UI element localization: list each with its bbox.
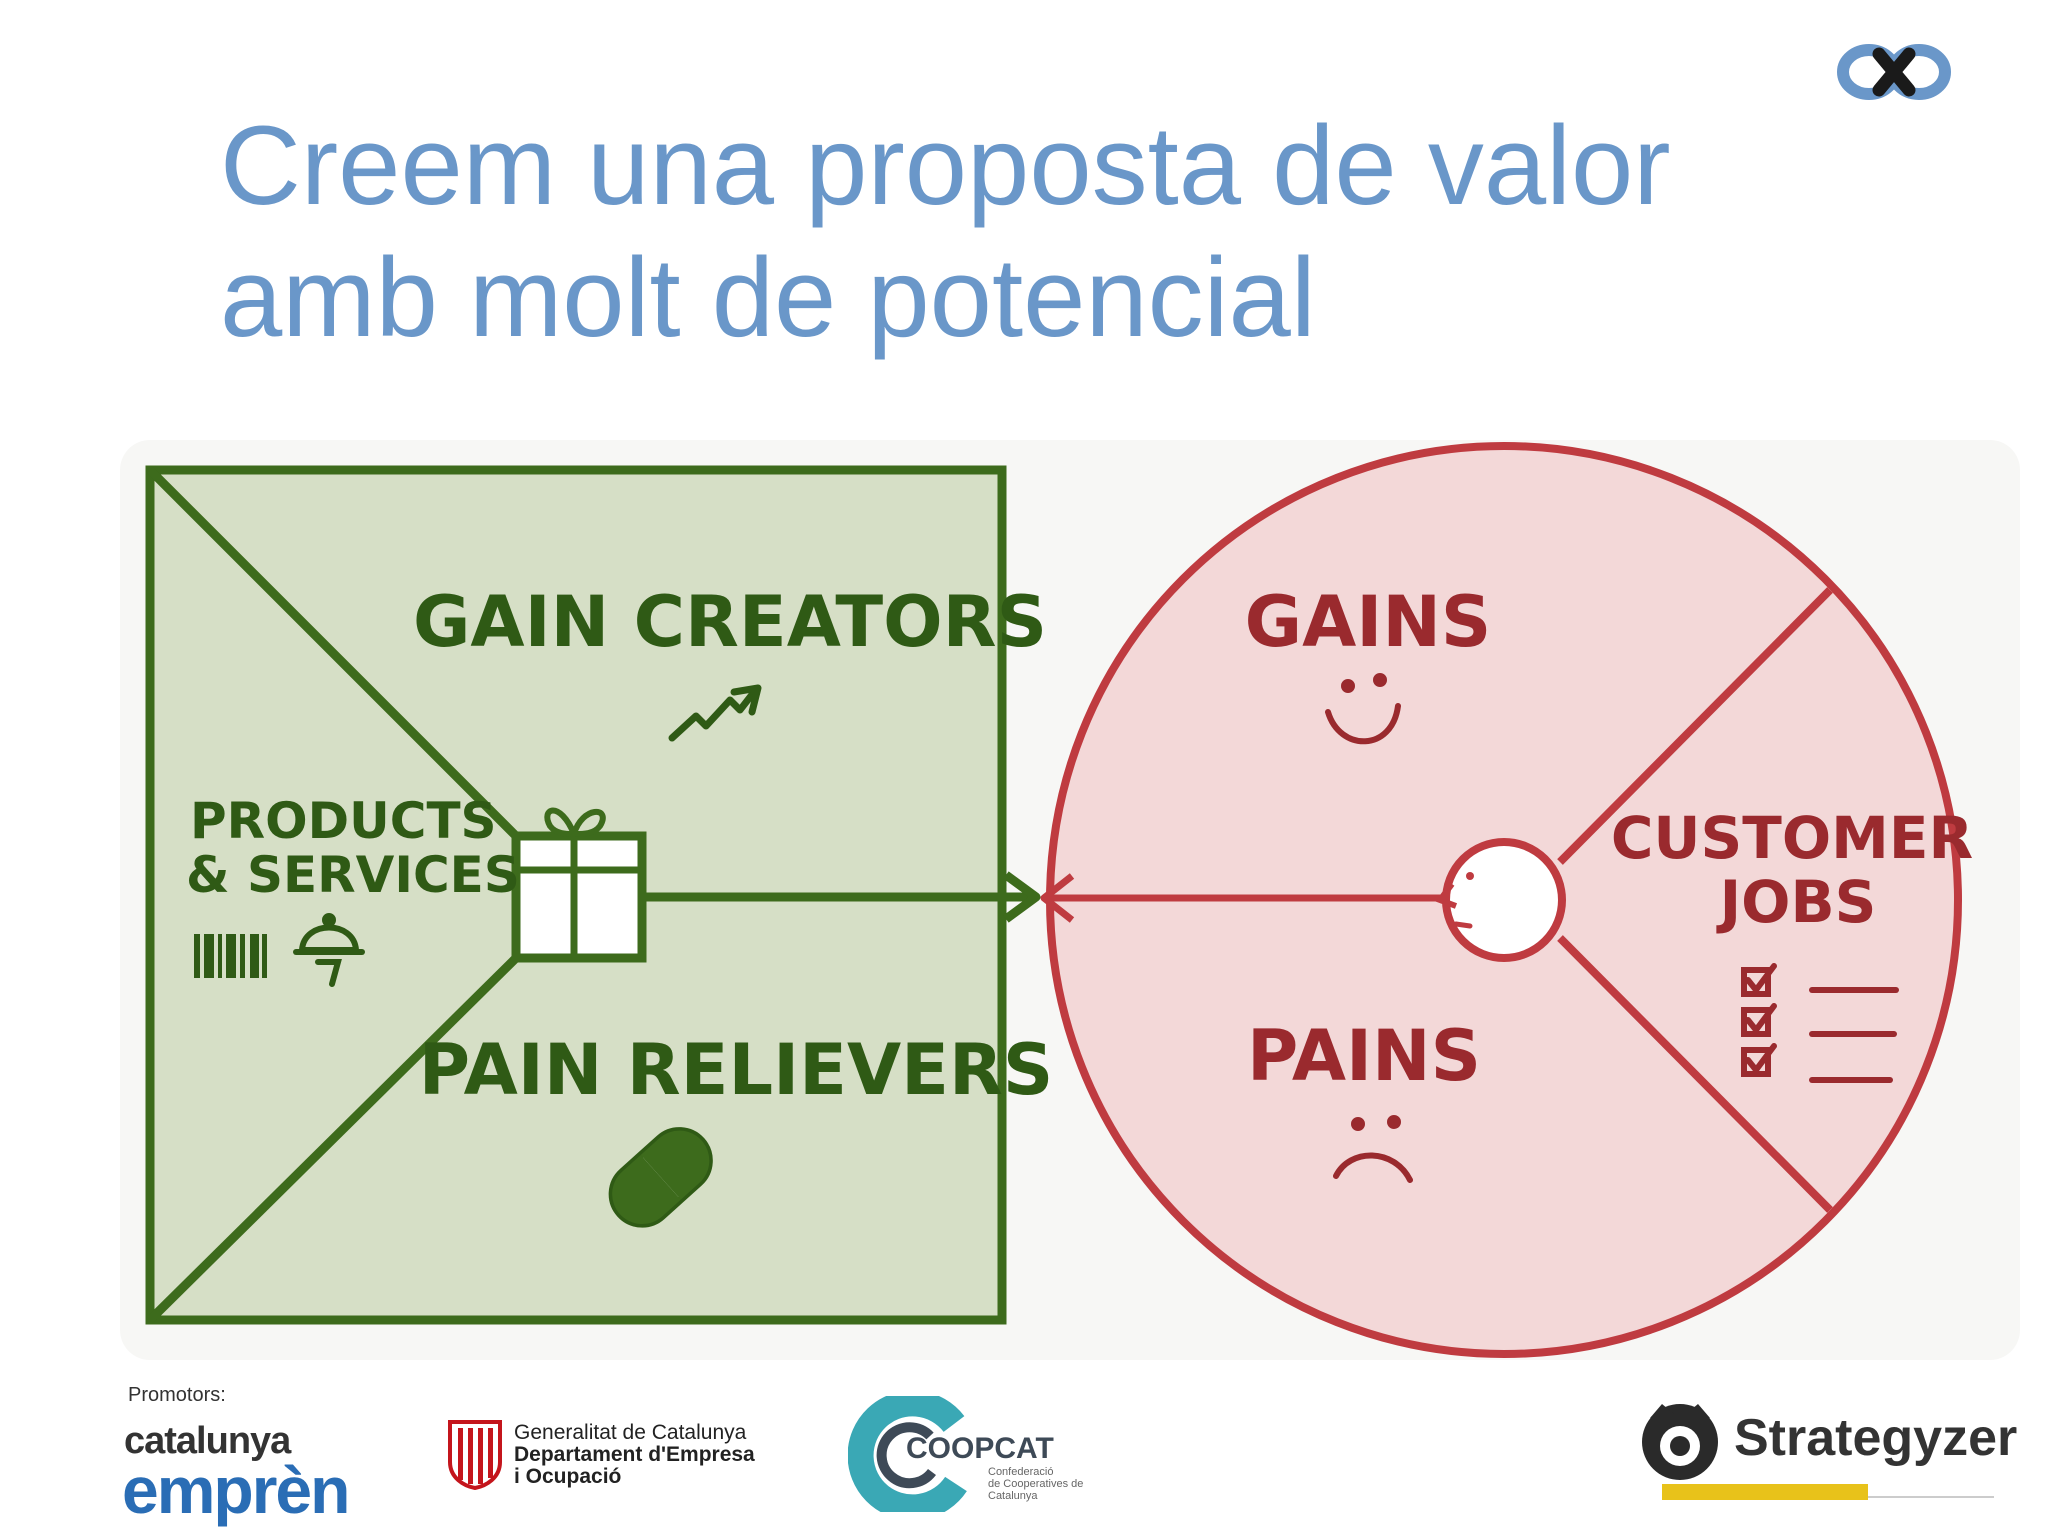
slide-title: Creem una proposta de valor amb molt de … [220, 100, 1671, 364]
coopcat-wordmark: COOPCAT [906, 1432, 1054, 1465]
generalitat-logo: Generalitat de Catalunya Departament d'E… [446, 1418, 776, 1490]
value-map-divider-bottom [146, 954, 520, 1324]
customer-jobs-label-line-2: JOBS [1716, 868, 1877, 936]
strategyzer-underline [1868, 1496, 1994, 1498]
pill-icon [608, 1127, 713, 1228]
coopcat-subtitle-line-1: Confederació [988, 1466, 1054, 1478]
gain-creators-label: GAIN CREATORS [413, 581, 1047, 663]
gift-icon [511, 807, 647, 963]
coopcat-logo: COOPCAT Confederació de Cooperatives de … [848, 1396, 1088, 1512]
coopcat-subtitle-line-2: de Cooperatives de [988, 1478, 1084, 1490]
customer-profile: GAINS CUSTOMER JOBS PAINS [1040, 442, 1973, 1358]
pains-label: PAINS [1247, 1015, 1481, 1097]
coopcat-subtitle: Confederació de Cooperatives de Cataluny… [988, 1466, 1083, 1502]
growth-arrow-icon [668, 688, 758, 742]
value-map-divider-top [146, 466, 520, 840]
generalitat-line-1: Generalitat de Catalunya [514, 1421, 747, 1444]
strategyzer-logo: Strategyzer [1632, 1390, 2032, 1510]
slide-title-line-1: Creem una proposta de valor [220, 103, 1671, 228]
checklist-icon [1741, 963, 1899, 1083]
frown-icon [1333, 1115, 1413, 1183]
smile-icon [1325, 673, 1401, 745]
generalitat-line-2: Departament d'Empresa [514, 1443, 755, 1466]
value-map: GAIN CREATORS PRODUCTS & SERVICES PAIN R… [145, 465, 1054, 1325]
strategyzer-mark-icon [1642, 1404, 1718, 1480]
strategyzer-yellow-bar [1662, 1484, 1868, 1500]
strategyzer-wordmark: Strategyzer [1734, 1409, 2018, 1467]
coopcat-subtitle-line-3: Catalunya [988, 1490, 1038, 1502]
barcode-icon [194, 934, 267, 978]
catalunya-empren-logo-bottom: emprèn [122, 1453, 350, 1527]
customer-arrowhead-icon [1040, 873, 1075, 923]
products-services-label-line-2: & SERVICES [186, 846, 520, 904]
generalitat-line-3: i Ocupació [514, 1465, 622, 1488]
customer-divider-bottom [1557, 935, 1833, 1213]
customer-jobs-label-line-1: CUSTOMER [1611, 804, 1973, 872]
slide-title-line-2: amb molt de potencial [220, 235, 1316, 360]
growth-arrowhead-icon [730, 684, 762, 716]
customer-head-icon [1435, 838, 1566, 962]
value-map-arrowhead-icon [1003, 871, 1041, 923]
products-services-label-line-1: PRODUCTS [190, 792, 497, 850]
catalunya-empren-logo-top: catalunya [124, 1420, 291, 1462]
generalitat-crest-icon [448, 1420, 502, 1490]
gains-label: GAINS [1245, 581, 1492, 663]
service-cloche-icon [293, 913, 365, 987]
infinity-brand-logo [1837, 44, 1951, 100]
promoters-label: Promotors: [128, 1384, 226, 1406]
pain-relievers-label: PAIN RELIEVERS [419, 1029, 1054, 1111]
customer-divider-top [1557, 587, 1833, 865]
coopcat-ring-icon [848, 1396, 967, 1512]
